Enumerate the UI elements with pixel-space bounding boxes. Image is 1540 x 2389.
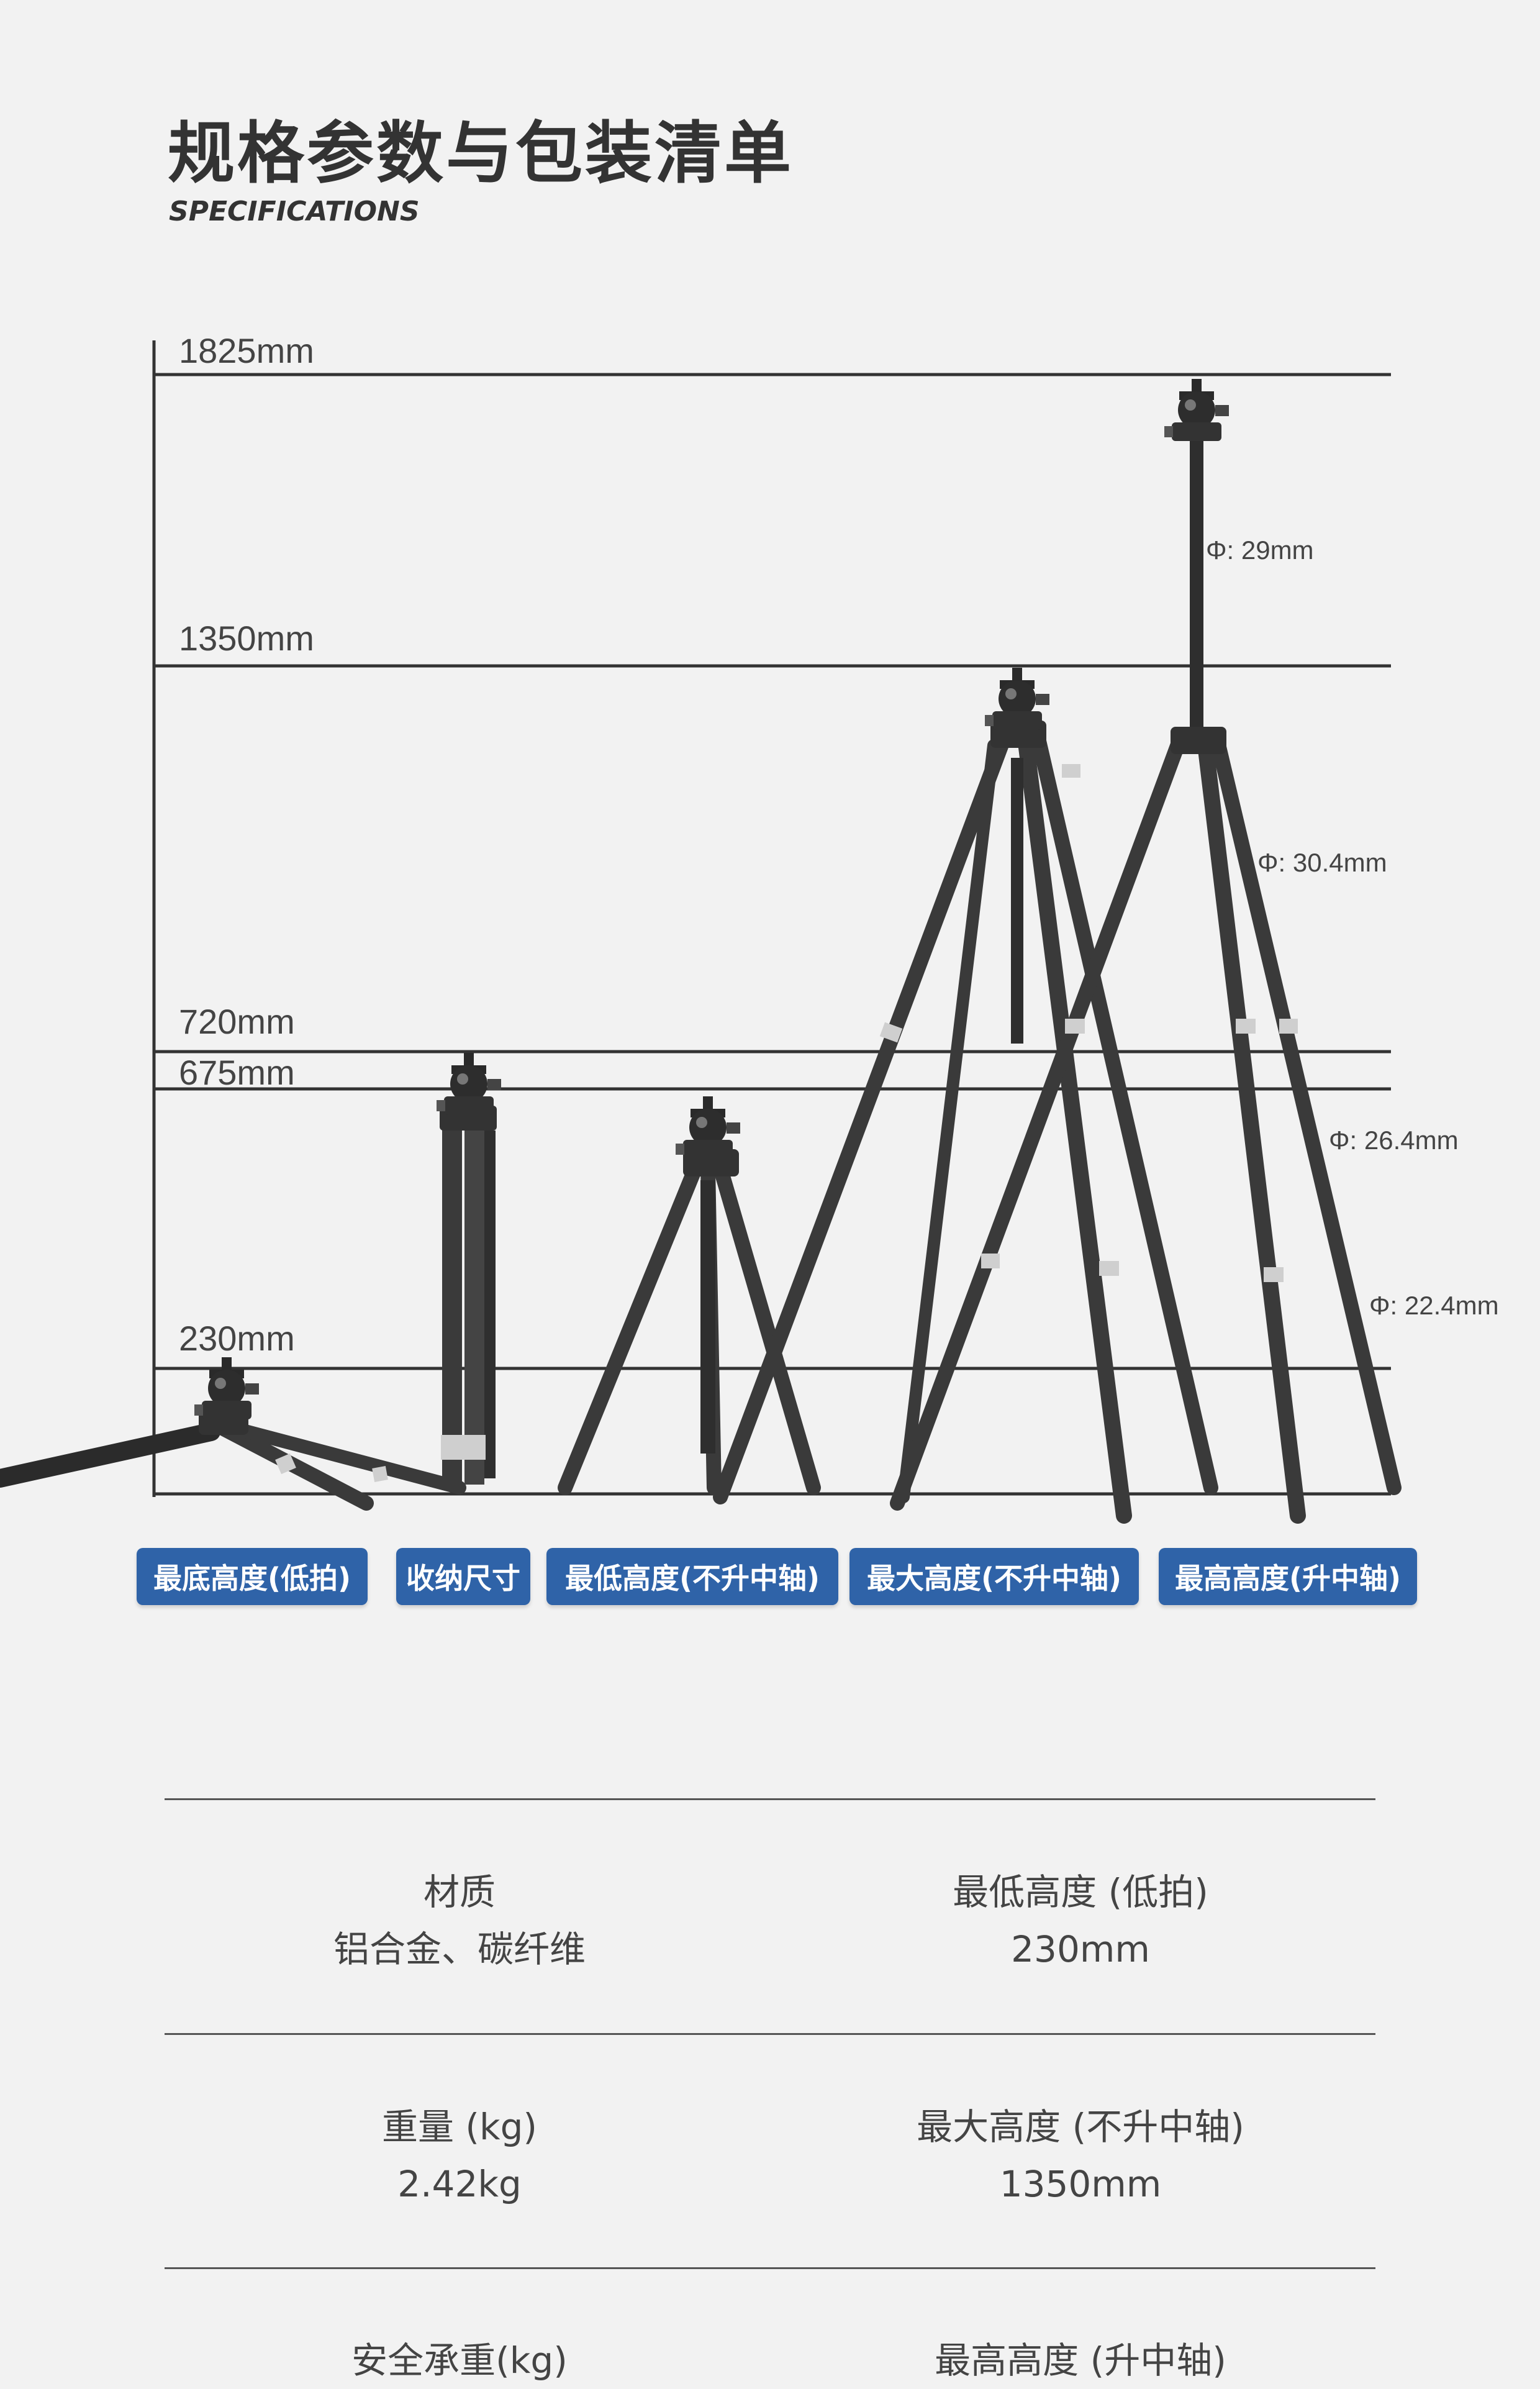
spec-max-load: 安全承重(kg) [180, 2332, 739, 2389]
diameter-label-30-4: Φ: 30.4mm [1257, 848, 1387, 877]
spec-max-height-raised: 最高高度 (升中轴) [801, 2332, 1360, 2389]
tripod-min-height [558, 1096, 821, 1495]
spec-divider [165, 2033, 1375, 2035]
tag-max-height-raised: 最高高度(升中轴) [1159, 1548, 1417, 1605]
spec-max-height: 最大高度 (不升中轴) 1350mm [801, 2098, 1360, 2213]
spec-label: 安全承重(kg) [351, 2339, 568, 2382]
spec-label: 最高高度 (升中轴) [935, 2339, 1226, 2382]
spec-material: 材质 铝合金、碳纤维 [180, 1863, 739, 1978]
spec-value: 铝合金、碳纤维 [333, 1928, 586, 1970]
spec-divider [165, 2267, 1375, 2269]
height-label-1350: 1350mm [179, 619, 314, 658]
height-label-1825: 1825mm [179, 331, 314, 370]
spec-weight: 重量 (kg) 2.42kg [180, 2098, 739, 2213]
height-label-675: 675mm [179, 1053, 295, 1092]
tripod-folded [437, 1053, 501, 1485]
diameter-label-22-4: Φ: 22.4mm [1369, 1291, 1499, 1320]
tag-max-height: 最大高度(不升中轴) [849, 1548, 1139, 1605]
diameter-label-29: Φ: 29mm [1206, 535, 1314, 565]
spec-value: 2.42kg [397, 2163, 522, 2205]
diameter-label-26-4: Φ: 26.4mm [1329, 1126, 1459, 1155]
page-title: 规格参数与包装清单 [168, 115, 794, 193]
tripod-max-height [713, 668, 1218, 1524]
tripod-max-height-raised [890, 379, 1402, 1524]
tripod-height-diagram [0, 340, 1402, 1524]
leg-clamps [879, 764, 1298, 1282]
tag-min-height: 最低高度(不升中轴) [546, 1548, 838, 1605]
height-label-720: 720mm [179, 1002, 295, 1041]
height-label-230: 230mm [179, 1319, 295, 1358]
tag-folded-size: 收纳尺寸 [396, 1548, 530, 1605]
spec-value: 1350mm [999, 2163, 1162, 2205]
tripod-low-angle [0, 1357, 466, 1511]
spec-label: 最低高度 (低拍) [953, 1871, 1208, 1913]
spec-label: 材质 [423, 1871, 496, 1913]
spec-divider [165, 1798, 1375, 1800]
spec-label: 重量 (kg) [381, 2106, 538, 2148]
tag-lowest-height: 最底高度(低拍) [137, 1548, 368, 1605]
spec-label: 最大高度 (不升中轴) [917, 2106, 1244, 2148]
spec-value: 230mm [1011, 1928, 1150, 1970]
page-subtitle: SPECIFICATIONS [169, 196, 420, 227]
spec-low-angle-height: 最低高度 (低拍) 230mm [801, 1863, 1360, 1978]
